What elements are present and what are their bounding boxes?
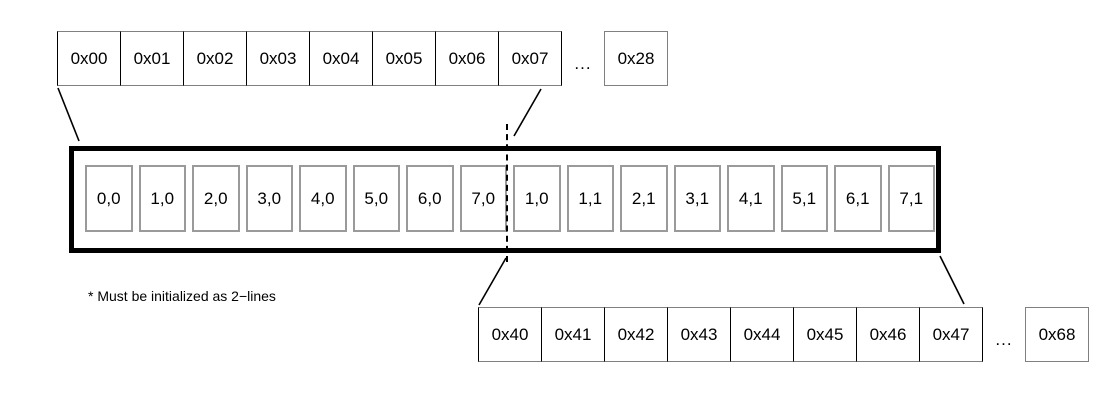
leader-line-bottom-left — [478, 257, 507, 306]
address-cell: 0x06 — [435, 31, 499, 86]
cache-slot: 1,1 — [566, 165, 614, 232]
address-cell-detached: 0x28 — [604, 31, 668, 86]
cache-slot: 6,1 — [834, 165, 882, 232]
cache-slot: 1,0 — [138, 165, 186, 232]
cache-slot: 7,0 — [459, 165, 507, 232]
cache-slot: 3,0 — [245, 165, 293, 232]
address-cell: 0x45 — [793, 307, 857, 362]
cache-slot: 1,0 — [513, 165, 561, 232]
cache-slot: 7,1 — [887, 165, 935, 232]
ellipsis-separator: ... — [995, 330, 1013, 349]
ellipsis-separator: ... — [574, 54, 592, 73]
line-split-marker — [506, 124, 508, 262]
initialization-note: * Must be initialized as 2−lines — [88, 288, 276, 304]
lower-address-row: 0x40 0x41 0x42 0x43 0x44 0x45 0x46 0x47 … — [478, 307, 1089, 362]
cache-line-slots: 0,0 1,0 2,0 3,0 4,0 5,0 6,0 7,0 1,0 1,1 … — [85, 165, 935, 232]
address-cell: 0x47 — [919, 307, 983, 362]
cache-slot: 6,0 — [406, 165, 454, 232]
leader-line-top-right — [513, 88, 542, 137]
leader-line-top-left — [57, 87, 80, 142]
address-cell: 0x43 — [667, 307, 731, 362]
cache-slot: 5,1 — [780, 165, 828, 232]
address-cell: 0x01 — [120, 31, 184, 86]
cache-slot: 2,1 — [620, 165, 668, 232]
cache-slot: 3,1 — [673, 165, 721, 232]
upper-address-row: 0x00 0x01 0x02 0x03 0x04 0x05 0x06 0x07 … — [57, 31, 668, 86]
address-cell: 0x04 — [309, 31, 373, 86]
address-cell: 0x44 — [730, 307, 794, 362]
address-cell: 0x00 — [57, 31, 121, 86]
cache-slot: 4,1 — [727, 165, 775, 232]
cache-slot: 5,0 — [352, 165, 400, 232]
address-cell: 0x07 — [498, 31, 562, 86]
cache-slot: 4,0 — [299, 165, 347, 232]
address-cell: 0x40 — [478, 307, 542, 362]
cache-slot: 2,0 — [192, 165, 240, 232]
address-cell: 0x46 — [856, 307, 920, 362]
address-cell: 0x41 — [541, 307, 605, 362]
cache-slot: 0,0 — [85, 165, 133, 232]
leader-line-bottom-right — [939, 255, 965, 305]
address-cell: 0x42 — [604, 307, 668, 362]
address-cell-detached: 0x68 — [1025, 307, 1089, 362]
address-cell: 0x02 — [183, 31, 247, 86]
cache-line-buffer: 0,0 1,0 2,0 3,0 4,0 5,0 6,0 7,0 1,0 1,1 … — [69, 146, 941, 253]
